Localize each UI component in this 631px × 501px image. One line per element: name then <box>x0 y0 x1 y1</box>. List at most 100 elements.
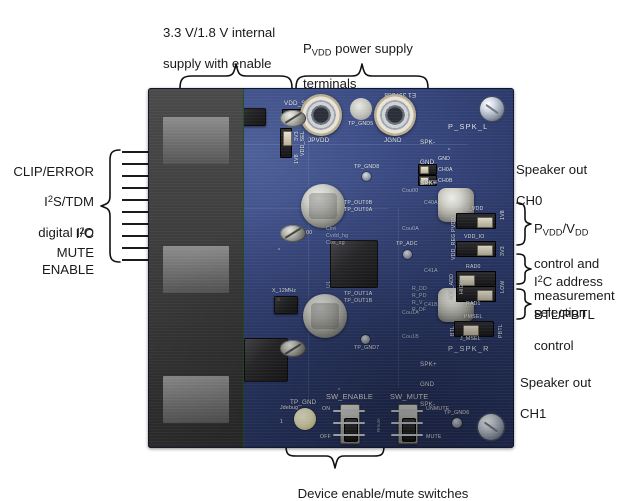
callout-addr-post: C address <box>542 273 603 289</box>
callout-i2s-post: S/TDM <box>52 193 94 209</box>
silk-amp-ic: U1 <box>326 280 332 288</box>
jumper-vdd-io[interactable] <box>456 241 496 257</box>
callout-i2c-sup: 2 <box>79 225 85 236</box>
brace-i2c-address-selection <box>515 252 533 286</box>
callout-i2c: I2C <box>0 208 94 241</box>
silk-dip-ch0a: CH0A <box>438 167 453 173</box>
jumper-j-msel[interactable] <box>454 321 494 337</box>
silk-j-vdd: J_VDD <box>466 206 484 212</box>
mcu-lpc11u68 <box>244 338 288 382</box>
silk-tp-gnd: TP_GND <box>290 399 317 406</box>
jumper-ch0b[interactable] <box>418 175 437 186</box>
silk-p-spk-l: P_SPK_L <box>448 122 489 131</box>
callout-spk1-line2: CH1 <box>520 405 547 421</box>
callout-mute: MUTE <box>0 229 94 260</box>
silk-tp-gnd8: TP_GND8 <box>354 164 380 170</box>
silk-jpvdd: JPVDD <box>308 137 330 144</box>
test-point-tp-gnd8[interactable] <box>362 172 371 181</box>
callout-pv-sub2: DD <box>574 227 589 238</box>
silk-vdd: 1V8 <box>500 210 506 220</box>
jumper-j-vdd[interactable] <box>456 213 496 229</box>
banana-jack-jpvdd[interactable] <box>300 94 342 136</box>
silk-j-msel: J_MSEL <box>460 336 481 342</box>
silk-vdd-sel: VDD_SEL <box>300 130 306 156</box>
mount-screw-bottom-right <box>478 414 504 440</box>
silk-tp-gnd5: TP_GND5 <box>348 121 374 127</box>
silk-tp-gnd6: TP_GND6 <box>444 410 470 416</box>
jumper-ch0a[interactable] <box>418 164 437 175</box>
callout-pvdd-prefix: P <box>303 40 312 56</box>
silk-tp-gnd7: TP_GND7 <box>354 345 380 351</box>
silk-pmsel: PMSEL <box>464 314 483 320</box>
callout-i2s-sup: 2 <box>47 193 53 204</box>
silk-tp-out0a: TP_OUT0A <box>344 207 373 213</box>
silk-jdebug-1: Jdebug <box>280 405 299 411</box>
callout-line-2: supply with enable <box>163 55 272 71</box>
callout-clip-error: CLIP/ERROR <box>0 148 94 179</box>
callout-i2s-line2: digital I/O <box>38 224 94 240</box>
silk-crystal: X_12MHz <box>272 288 297 294</box>
brace-header-signals <box>100 148 122 264</box>
amplifier-ic <box>330 240 378 288</box>
silk-vdd-reg-pvdd: VDD_REG PVDD <box>451 216 457 260</box>
capacitor-c0 <box>301 184 345 228</box>
callout-pv-pre: P <box>534 220 543 236</box>
test-point-tp-adc[interactable] <box>403 250 412 259</box>
silk-tp-adc: TP_ADC <box>396 241 418 247</box>
evm-board-photo: E1 397388 VDD_ON L1 VDD_SW VDD_SEL 3V3 1… <box>148 88 514 448</box>
callout-pvdd-rest: power supply <box>331 40 413 56</box>
silk-sw-mute-off: MUTE <box>426 434 442 440</box>
callout-pv-sub1: VDD <box>542 227 563 238</box>
jumper-vdd-sel <box>280 128 292 158</box>
silk-btl: BTL <box>450 325 456 336</box>
callout-btl-pbtl-control: BTL/PBTL control <box>534 291 631 353</box>
banana-jack-jgnd[interactable] <box>374 94 416 136</box>
silk-high: HIGH <box>459 280 465 294</box>
silk-spk-l-plus: SPK+ <box>420 180 437 187</box>
silk-i2c-add: ADC_ADD <box>449 273 455 300</box>
silk-3v3: 3V3 <box>294 131 300 141</box>
callout-addr-pre: I <box>534 273 538 289</box>
callout-mute-label: MUTE <box>56 244 94 260</box>
test-point-tp-gnd6[interactable] <box>452 418 462 428</box>
callout-addr-line2: selection <box>534 304 587 320</box>
silk-jdebug-2: 1 <box>280 419 284 425</box>
mount-screw-top-right <box>480 97 504 121</box>
callout-enable-label: ENABLE <box>41 261 94 277</box>
test-point-tp-gnd5[interactable] <box>350 98 372 120</box>
jumper-rad1[interactable] <box>456 286 496 302</box>
test-point-tp-gnd7[interactable] <box>361 335 370 344</box>
callout-btl-line2: control <box>534 337 574 353</box>
silk-3v3-right: 3V3 <box>500 246 506 256</box>
silk-spk-l-gnd: GND <box>420 159 435 166</box>
brace-btl-pbtl-control <box>515 287 533 321</box>
callout-i2c-address-selection: I2C address selection <box>534 256 631 320</box>
callout-i2s-pre: I <box>44 193 48 209</box>
silk-vdd-sw: VDD_SW <box>284 100 312 107</box>
callout-addr-sup: 2 <box>537 273 543 284</box>
silk-spk-r-plus: SPK+ <box>420 361 437 368</box>
silk-1v8: 1V8 <box>294 154 300 164</box>
callout-pvdd-sub: VDD <box>311 47 332 58</box>
brace-internal-supply <box>178 62 294 89</box>
silk-tp-out1a: TP_OUT1A <box>344 291 373 297</box>
callout-i2c-pre: I <box>75 225 80 241</box>
callout-btl-line1: BTL/PBTL <box>534 306 595 322</box>
silk-rad0: RAD0 <box>466 264 481 270</box>
callout-enable: ENABLE <box>0 246 94 277</box>
test-point-tp-gnd[interactable] <box>294 408 316 430</box>
silk-tp-out0b: TP_OUT0B <box>344 200 373 206</box>
silk-sw-enable-on: ON <box>322 406 331 412</box>
callout-spk1-line1: Speaker out <box>520 374 592 390</box>
silk-rad1: RAD1 <box>466 301 481 307</box>
silk-low: LOW <box>500 280 506 293</box>
silk-vdd-io: VDD_IO <box>464 234 485 240</box>
callout-device-enable-mute-switches: Device enable/mute switches <box>268 470 498 501</box>
callout-pvdd-vdd-control: PVDD/VDD control and measurement <box>534 205 631 303</box>
brace-pvdd-vdd-control <box>515 201 533 247</box>
silk-jgnd: JGND <box>384 137 402 144</box>
callout-pv-line3: measurement <box>534 287 615 303</box>
callout-bottom-label: Device enable/mute switches <box>297 485 469 501</box>
callout-clip-error-label: CLIP/ERROR <box>13 163 94 179</box>
